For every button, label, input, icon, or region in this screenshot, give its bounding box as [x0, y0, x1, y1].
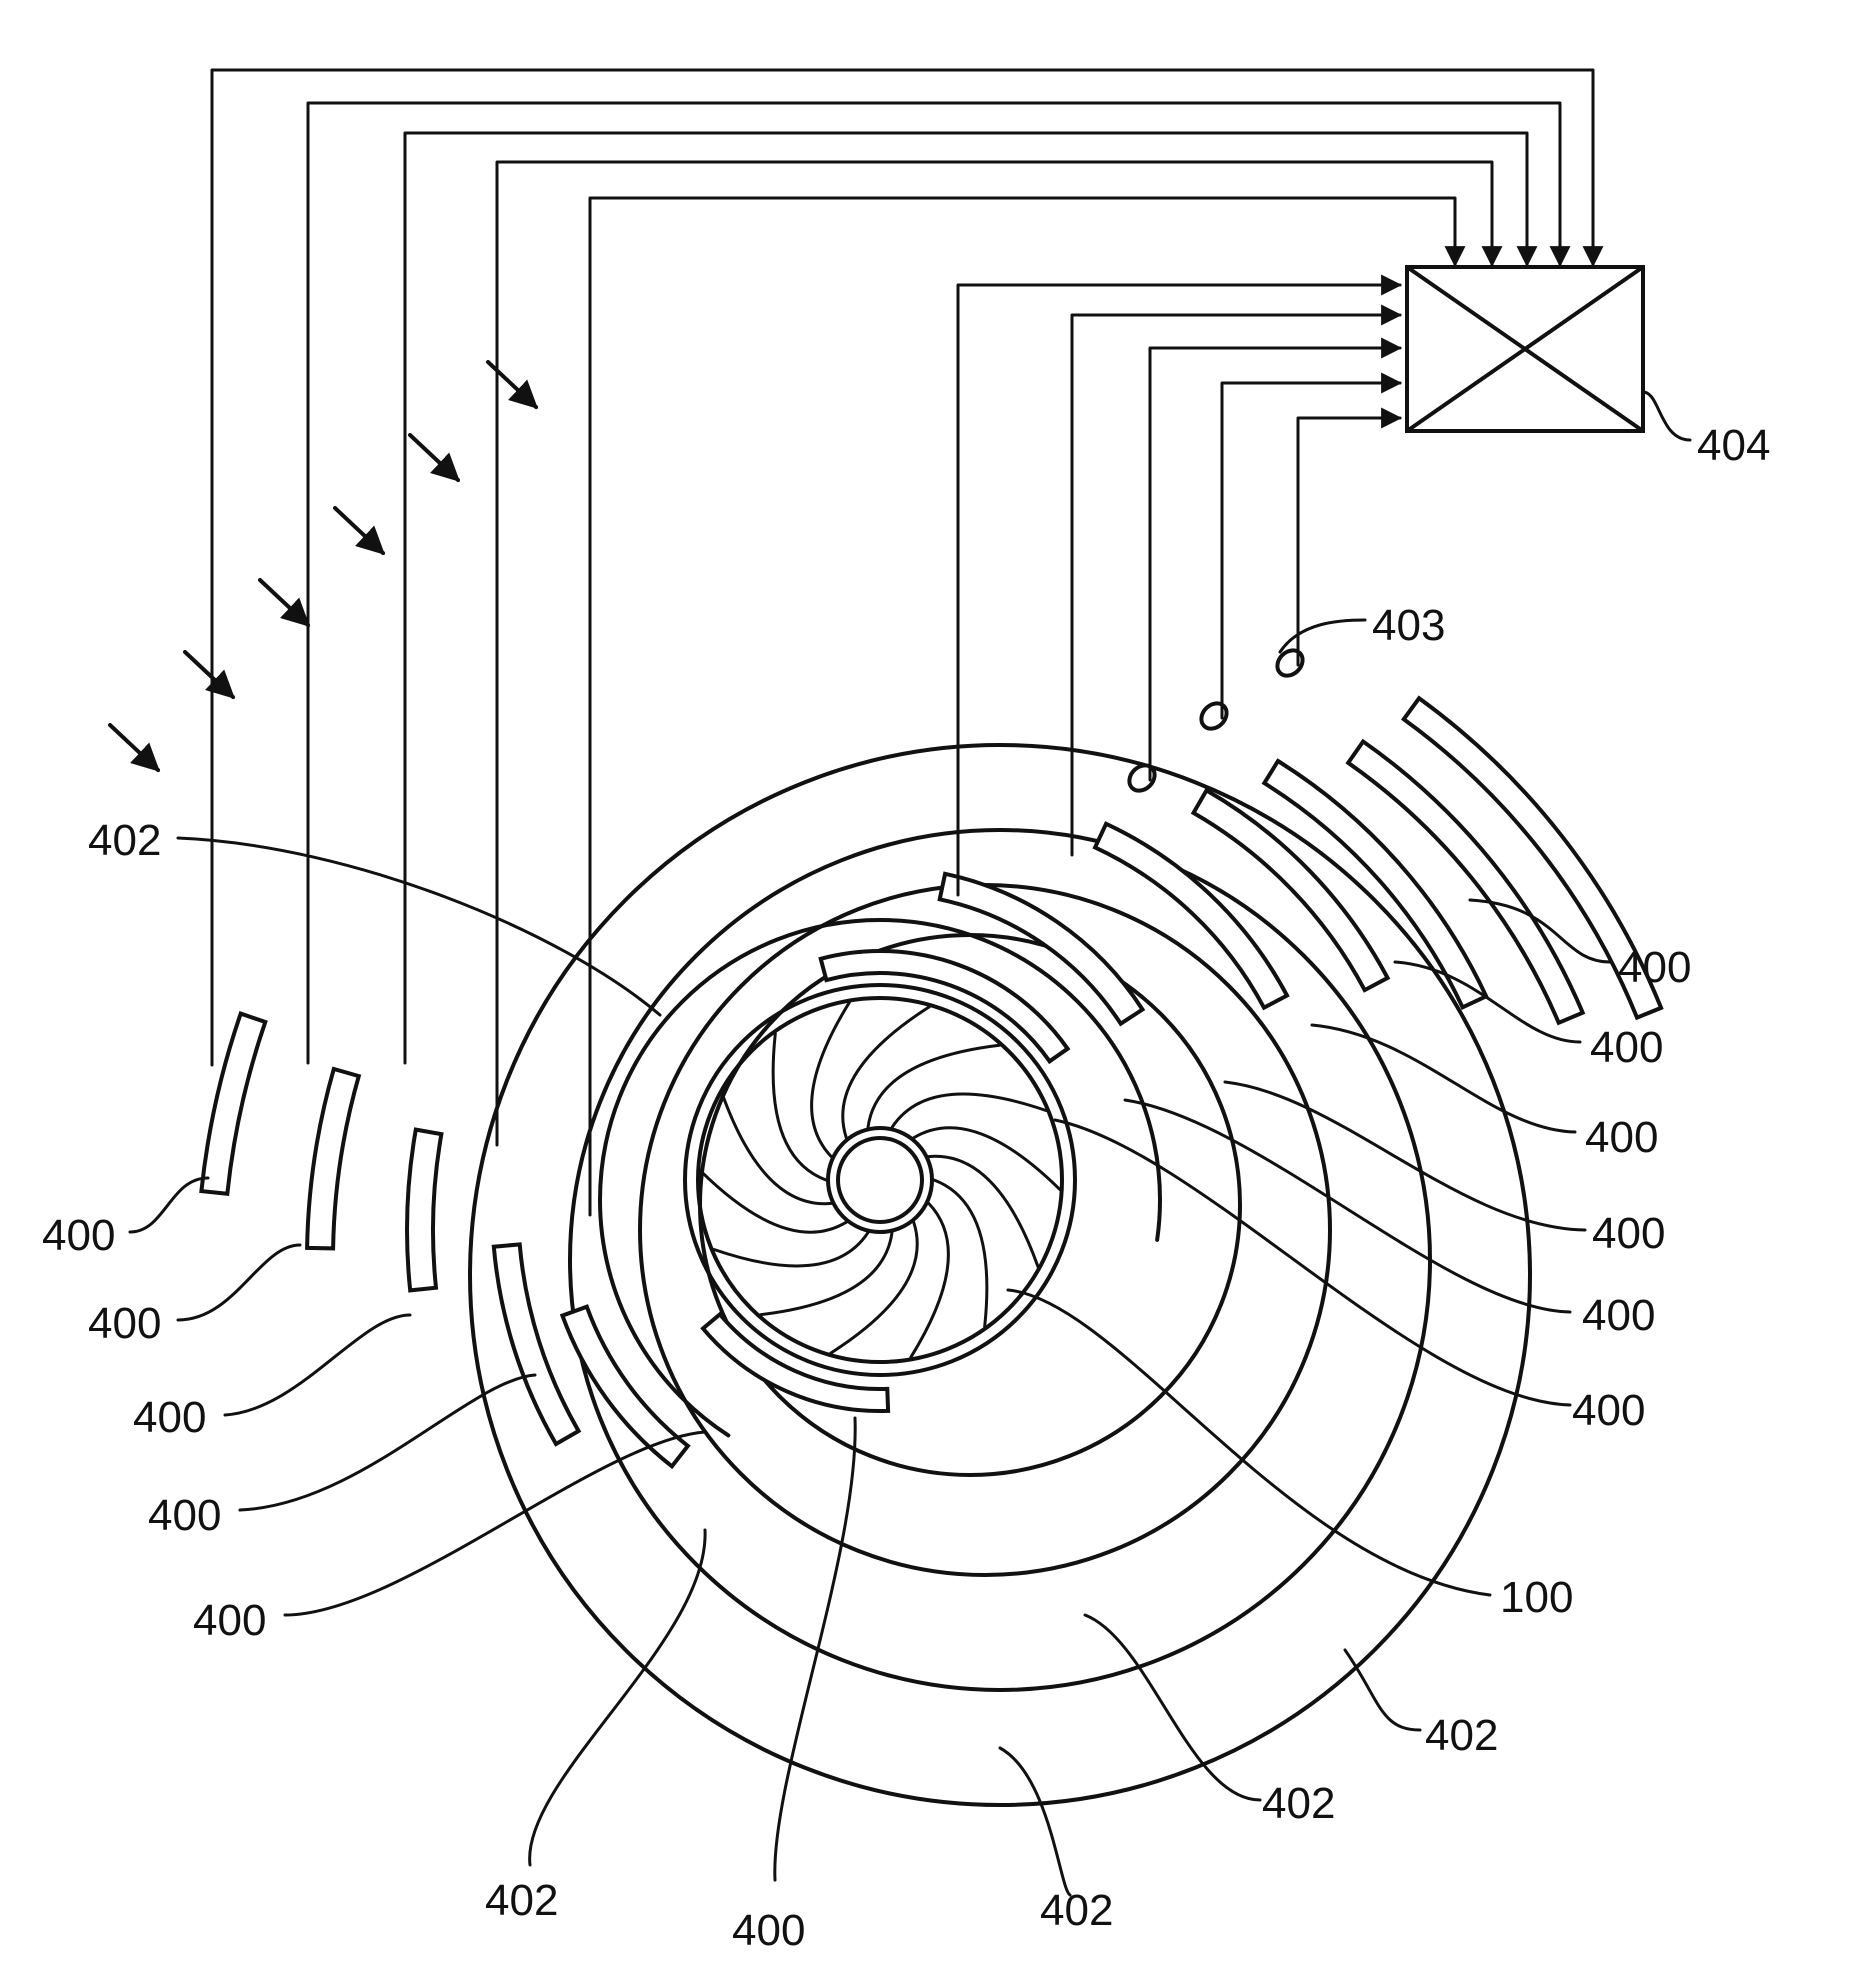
rotor-blade	[892, 1094, 1046, 1127]
label-400-r3: 400	[1585, 1113, 1658, 1162]
label-402-r3: 402	[1040, 1886, 1113, 1935]
label-404: 404	[1697, 421, 1770, 470]
rotor-casing-inner	[698, 998, 1062, 1362]
hub-outer	[828, 1128, 932, 1232]
leader-400-l2	[178, 1245, 300, 1320]
leader-402-r2	[1085, 1615, 1260, 1800]
label-400-bottom: 400	[732, 1906, 805, 1955]
rotor-100	[685, 985, 1075, 1375]
leader-403	[1280, 620, 1365, 652]
label-100: 100	[1500, 1573, 1573, 1622]
rotor-blade	[714, 1233, 868, 1266]
sensor-segments	[201, 645, 1661, 1466]
signal-line-9	[1222, 383, 1400, 718]
rotor-blade	[773, 1034, 826, 1180]
leader-402-top	[178, 838, 660, 1015]
controller-404: 404	[1407, 267, 1770, 470]
incident-arrow-2	[185, 652, 233, 697]
leader-400-r4	[1225, 1082, 1585, 1230]
rotor-blade	[843, 1007, 929, 1138]
incident-arrow-4	[335, 508, 383, 553]
signal-line-8	[1150, 348, 1400, 780]
rotor-blades	[700, 1003, 1060, 1358]
leader-400-l1	[130, 1178, 208, 1232]
leader-400-l5	[285, 1432, 705, 1615]
label-400-l5: 400	[193, 1596, 266, 1645]
signal-line-3	[405, 133, 1527, 1063]
label-402-r1: 402	[1425, 1711, 1498, 1760]
rotor-blade	[934, 1180, 987, 1326]
sensor-segment-r1	[940, 874, 1143, 1024]
hub-inner	[838, 1138, 922, 1222]
sensor-segment-r-inner	[821, 951, 1068, 1061]
signal-line-1	[212, 70, 1593, 1065]
label-402-top: 402	[88, 816, 161, 865]
port-403-3	[1124, 760, 1159, 795]
leader-400-r3	[1312, 1025, 1575, 1132]
label-403: 403	[1372, 601, 1445, 650]
label-400-r4: 400	[1592, 1209, 1665, 1258]
port-403-2	[1196, 698, 1231, 733]
label-400-l2: 400	[88, 1299, 161, 1348]
incident-arrow-5	[410, 435, 458, 480]
label-400-l3: 400	[133, 1393, 206, 1442]
rotor-blade	[831, 1222, 917, 1353]
leader-402-r3	[1000, 1748, 1070, 1895]
ring-402-2	[570, 830, 1430, 1690]
label-400-l1: 400	[42, 1211, 115, 1260]
leader-400-l3	[225, 1315, 410, 1415]
label-400-l4: 400	[148, 1491, 221, 1540]
label-400-r2: 400	[1590, 1023, 1663, 1072]
sensor-segment-l3	[407, 1130, 441, 1291]
leader-400-r5	[1125, 1100, 1570, 1312]
signal-line-5	[590, 198, 1455, 1215]
label-400-r6: 400	[1572, 1386, 1645, 1435]
leader-402-r1	[1345, 1650, 1420, 1730]
port-403-1	[1272, 645, 1307, 680]
incident-arrows	[110, 362, 536, 770]
rotor-blade	[761, 1233, 892, 1315]
incident-arrow-6	[488, 362, 536, 407]
signal-line-7	[1072, 315, 1400, 855]
leader-404	[1643, 392, 1690, 440]
leader-100	[1008, 1290, 1490, 1595]
incident-arrow-3	[260, 580, 308, 625]
sensor-segment-l2	[307, 1069, 359, 1248]
rotor-blade	[868, 1045, 999, 1127]
incident-arrow-1	[110, 725, 158, 770]
label-402-r2: 402	[1262, 1779, 1335, 1828]
label-400-r5: 400	[1582, 1291, 1655, 1340]
label-400-r1: 400	[1618, 943, 1691, 992]
sensor-segment-l4	[494, 1244, 579, 1444]
label-402-b: 402	[485, 1876, 558, 1925]
